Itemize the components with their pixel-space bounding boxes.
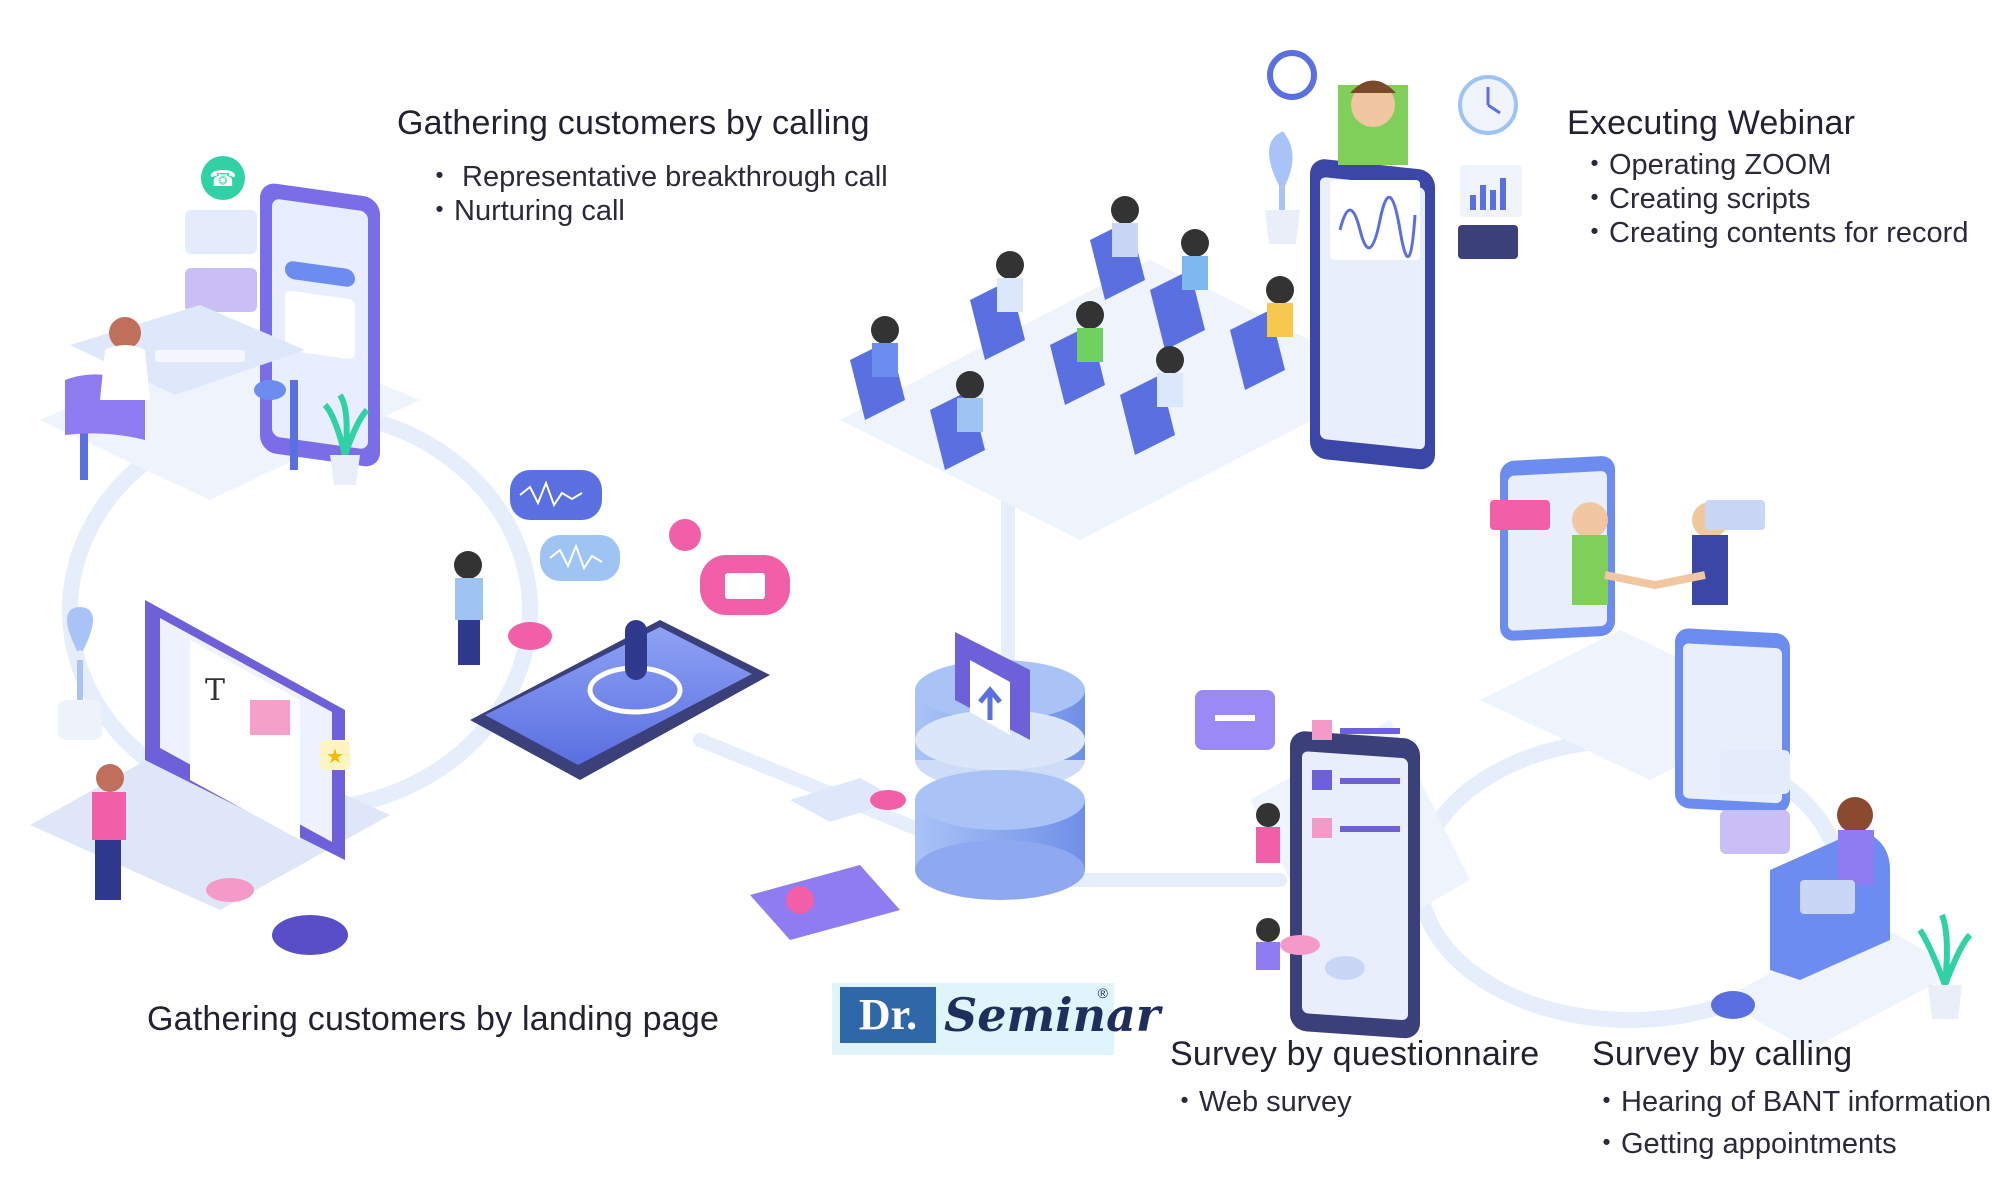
section-title-webinar: Executing Webinar bbox=[1567, 104, 1856, 142]
section-title-questionnaire: Survey by questionnaire bbox=[1170, 1035, 1540, 1073]
webinar-audience-illustration bbox=[840, 50, 1522, 540]
logo-brand: Seminar bbox=[944, 988, 1161, 1042]
calling-item-1: ・ Representative breakthrough call bbox=[425, 161, 888, 193]
webinar-item-2: ・Creating scripts bbox=[1580, 183, 1811, 215]
svg-text:T: T bbox=[205, 673, 225, 708]
webinar-item-1: ・Operating ZOOM bbox=[1580, 149, 1832, 181]
survey-calling-item-1: ・Hearing of BANT information bbox=[1592, 1086, 1992, 1118]
database-illustration bbox=[750, 632, 1085, 940]
call-center-illustration: ☎ bbox=[40, 156, 420, 500]
section-title-landing: Gathering customers by landing page bbox=[147, 1000, 720, 1038]
section-title-survey-calling: Survey by calling bbox=[1592, 1035, 1853, 1073]
survey-calling-item-2: ・Getting appointments bbox=[1592, 1128, 1897, 1160]
webinar-item-3: ・Creating contents for record bbox=[1580, 217, 1969, 249]
svg-text:☎: ☎ bbox=[209, 166, 236, 191]
svg-text:★: ★ bbox=[326, 746, 344, 768]
dr-seminar-logo: Dr. Seminar ® bbox=[832, 983, 1160, 1055]
questionnaire-illustration bbox=[1195, 690, 1470, 1039]
voice-tablet-illustration bbox=[454, 470, 790, 780]
logo-registered-mark: ® bbox=[1097, 985, 1108, 1001]
webinar-phone bbox=[1265, 50, 1522, 470]
landing-page-illustration: T ★ bbox=[30, 600, 390, 955]
questionnaire-item-1: ・Web survey bbox=[1170, 1086, 1352, 1118]
section-title-calling: Gathering customers by calling bbox=[397, 104, 870, 142]
call-agent-illustration bbox=[1711, 750, 1973, 1050]
logo-dr: Dr. bbox=[840, 987, 936, 1043]
calling-item-2: ・Nurturing call bbox=[425, 195, 625, 227]
